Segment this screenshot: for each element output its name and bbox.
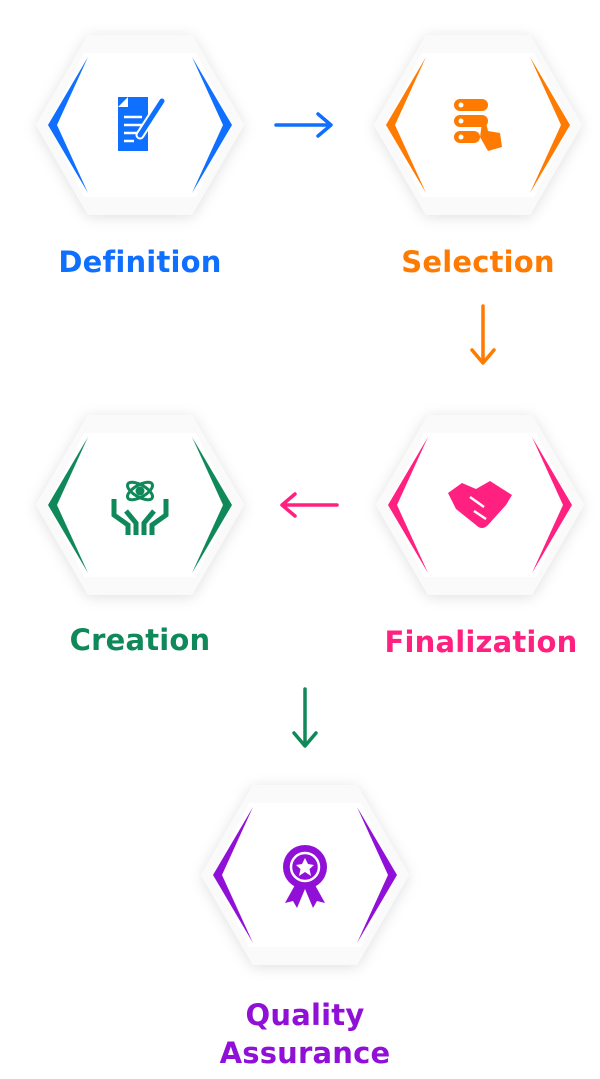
label-creation: Creation [69,623,211,657]
hands-atom-icon [111,480,169,535]
step-finalization [360,405,600,605]
label-selection: Selection [401,245,555,279]
arrow-down-icon [470,304,496,365]
step-selection [358,25,598,225]
award-badge-icon [283,845,327,908]
label-quality: Quality [245,998,365,1032]
left-chevron [386,57,426,193]
left-chevron [213,807,253,943]
left-chevron [48,57,88,193]
right-chevron [357,807,397,943]
inner-hexagon [48,433,232,577]
label-definition: Definition [58,245,222,279]
handshake-icon [448,481,512,528]
arrow-right-icon [274,112,333,138]
label-finalization: Finalization [384,625,578,659]
right-chevron [532,437,572,573]
step-definition [20,25,260,225]
right-chevron [192,437,232,573]
step-creation [20,405,260,605]
right-chevron [530,57,570,193]
document-edit-icon [118,96,167,151]
left-chevron [48,437,88,573]
arrow-down-icon [292,687,318,748]
step-quality-assurance [185,775,425,975]
label-assurance: Assurance [219,1036,391,1070]
arrow-left-icon [280,492,339,518]
left-chevron [388,437,428,573]
right-chevron [192,57,232,193]
list-select-hand-icon [454,99,502,151]
